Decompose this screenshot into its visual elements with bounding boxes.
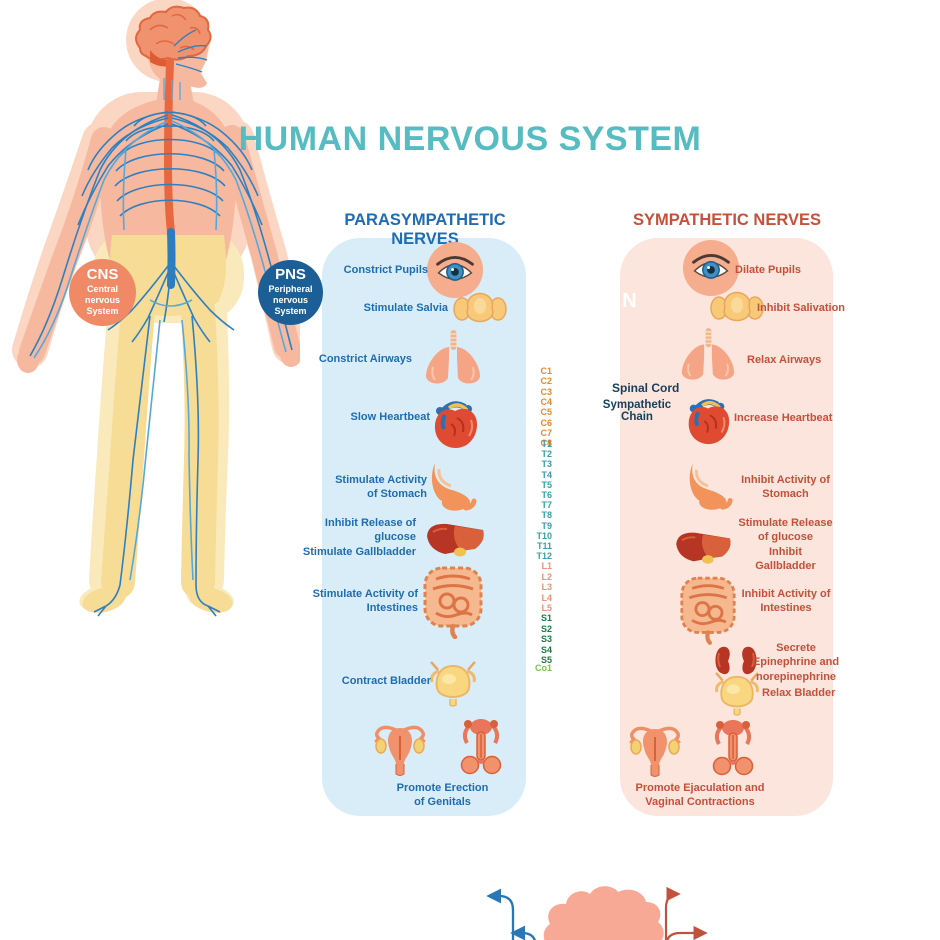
- pns-name: Peripheral nervous System: [268, 283, 313, 317]
- cns-name: Central nervous System: [84, 283, 120, 317]
- male-genitals-icon: [459, 717, 503, 776]
- para-label-constrict-pupils: Constrict Pupils: [343, 264, 428, 276]
- para-label-stimulate-salvia: Stimulate Salvia: [363, 302, 448, 314]
- vertebra-label-co1: Co1: [534, 663, 552, 673]
- vertebra-label-l5: L5: [541, 603, 552, 613]
- vertebra-label-c1: C1: [540, 366, 552, 376]
- vertebra-label-t2: T2: [541, 449, 552, 460]
- vertebra-label-l1: L1: [541, 561, 552, 571]
- vertebra-label-c8: C8: [540, 438, 552, 449]
- cns-abbr: CNS: [86, 266, 119, 284]
- symp-label-inhibit-salivation: Inhibit Salivation: [757, 302, 846, 314]
- vertebra-label-l3: L3: [541, 582, 552, 592]
- vertebra-label-t1: T1: [541, 439, 552, 449]
- sympathetic-header: SYMPATHETIC NERVES: [633, 211, 821, 229]
- vertebra-label-s4: S4: [540, 644, 552, 655]
- vertebra-label-t7: T7: [541, 500, 552, 511]
- para-label-liver: Inhibit Release of glucose Stimulate Gal…: [302, 517, 416, 558]
- heart-icon: [427, 398, 483, 450]
- nerve-network: [29, 29, 293, 617]
- vertebra-label-l4: L4: [541, 592, 552, 603]
- vertebra-label-c6: C6: [540, 417, 552, 428]
- liver-icon: [426, 522, 485, 558]
- vertebra-label-s5: S5: [540, 655, 552, 665]
- para-label-constrict-airways: Constrict Airways: [318, 353, 412, 365]
- sympathetic-panel: [620, 238, 833, 816]
- parasympathetic-panel: [322, 238, 526, 816]
- brain-label: BRAIN: [565, 290, 639, 312]
- intestines-icon: [422, 565, 484, 639]
- vertebra-label-t8: T8: [541, 510, 552, 521]
- vertebra-label-t11: T11: [536, 541, 552, 551]
- para-label-slow-heartbeat: Slow Heartbeat: [350, 411, 430, 423]
- vertebra-label-s1: S1: [540, 613, 552, 623]
- vertebra-label-t5: T5: [541, 479, 552, 490]
- symp-label-dilate-pupils: Dilate Pupils: [735, 264, 802, 276]
- vertebra-label-c5: C5: [540, 407, 552, 418]
- vertebra-label-t12: T12: [536, 551, 552, 562]
- intestines-icon: [679, 575, 737, 645]
- vertebra-label-s3: S3: [540, 634, 552, 644]
- symp-label-liver: Stimulate Release of glucose Inhibit Gal…: [738, 517, 833, 572]
- vertebra-label-l2: L2: [541, 571, 552, 582]
- parasympathetic-header: PARASYMPATHETIC NERVES: [344, 211, 506, 248]
- para-label-stomach: Stimulate Activity of Stomach: [335, 474, 427, 501]
- para-label-contract-bladder: Contract Bladder: [341, 675, 431, 687]
- male-genitals-icon: [711, 718, 755, 777]
- bladder-icon: [429, 661, 477, 707]
- liver-icon: [675, 531, 732, 565]
- symp-label-relax-airways: Relax Airways: [747, 354, 822, 366]
- para-label-intestines: Stimulate Activity of Intestines: [312, 588, 418, 615]
- spinal-cord-orange: [163, 58, 175, 236]
- page-title: HUMAN NERVOUS SYSTEM: [238, 120, 702, 158]
- spinal-cord-lower: [167, 228, 176, 289]
- stomach-icon: [681, 462, 737, 512]
- vertebra-label-c4: C4: [540, 396, 552, 407]
- vertebra-label-t4: T4: [541, 469, 552, 480]
- symp-label-adrenal: Secrete Epinephrine and norepinephrine: [752, 642, 840, 683]
- pns-abbr: PNS: [275, 266, 306, 284]
- cns-badge: CNS Central nervous System: [69, 259, 136, 326]
- human-body-figure: [12, 0, 308, 617]
- symp-label-relax-bladder: Relax Bladder: [762, 687, 836, 699]
- vertebra-label-s2: S2: [540, 623, 552, 634]
- sympathetic-chain-label: Sympathetic Chain: [602, 399, 672, 423]
- lungs-icon: [680, 327, 736, 381]
- symp-label-stomach: Inhibit Activity of Stomach: [741, 474, 830, 501]
- symp-label-increase-heartbeat: Increase Heartbeat: [734, 412, 833, 424]
- female-genitals-icon: [373, 725, 427, 778]
- vertebra-label-t3: T3: [541, 459, 552, 470]
- vertebra-label-t6: T6: [541, 490, 552, 500]
- salivary-glands-icon: [453, 292, 507, 323]
- para-label-genitals: Promote Erection of Genitals: [396, 782, 489, 809]
- vertebra-label-c2: C2: [540, 376, 552, 387]
- lungs-icon: [425, 329, 481, 385]
- pns-badge: PNS Peripheral nervous System: [258, 260, 323, 325]
- sympathetic-connectors: [664, 886, 708, 940]
- vertebra-label-c7: C7: [540, 427, 552, 438]
- vertebra-label-t10: T10: [536, 530, 552, 541]
- brain-blob: [543, 886, 664, 940]
- female-genitals-icon: [628, 726, 682, 779]
- vertebra-label-t9: T9: [541, 520, 552, 531]
- parasympathetic-connectors: [486, 888, 536, 940]
- symp-label-intestines: Inhibit Activity of Intestines: [741, 588, 831, 615]
- vertebra-label-c3: C3: [540, 386, 552, 397]
- symp-label-genitals: Promote Ejaculation and Vaginal Contract…: [635, 782, 765, 809]
- stomach-icon: [423, 461, 481, 513]
- spinal-cord-label: Spinal Cord: [612, 381, 680, 395]
- heart-icon: [681, 396, 735, 446]
